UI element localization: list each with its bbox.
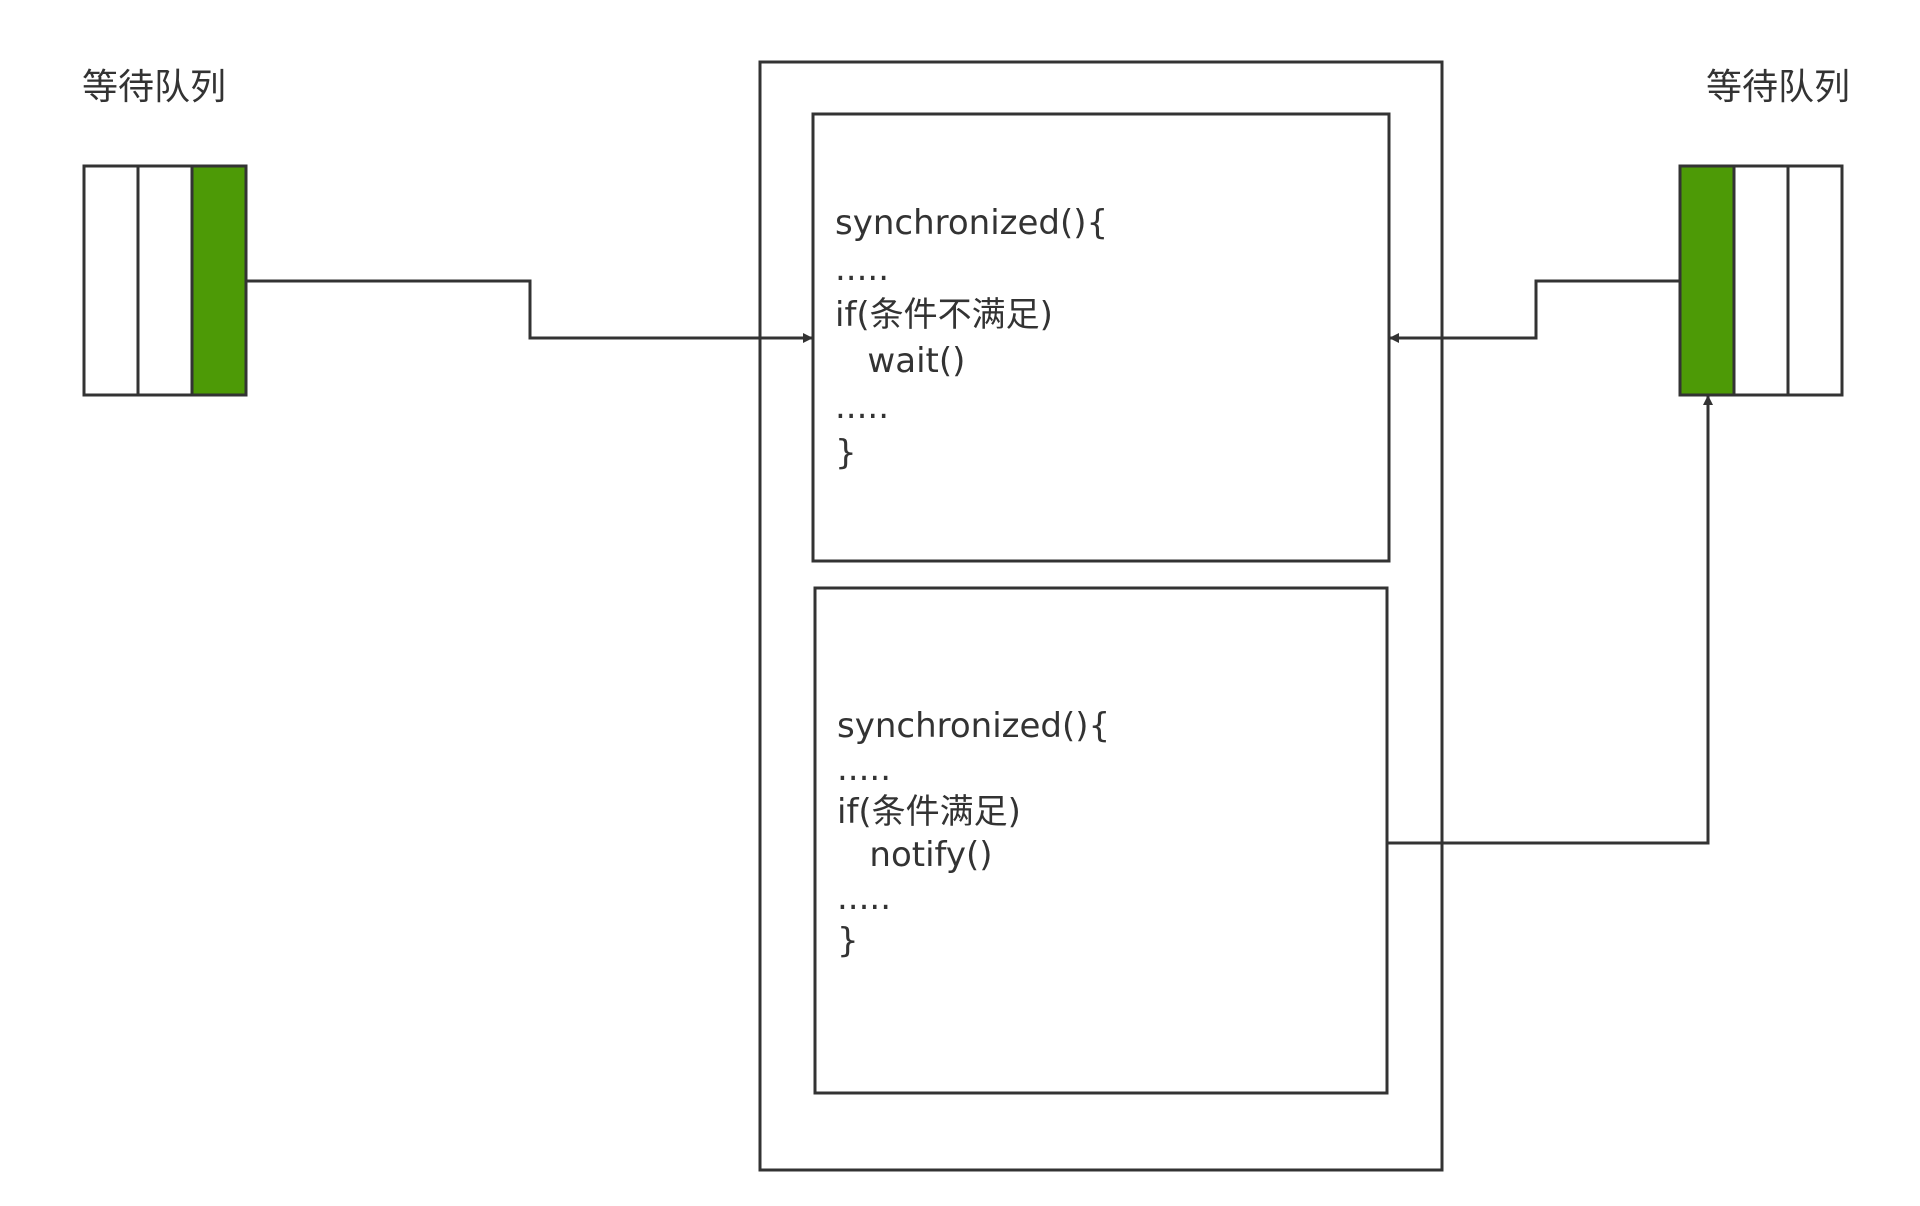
right-queue <box>1678 164 1844 397</box>
left-queue-label: 等待队列 <box>82 67 227 108</box>
code-line: ..... <box>835 387 890 427</box>
right-queue-slot-2 <box>1732 164 1790 397</box>
code-line: synchronized(){ <box>837 706 1111 746</box>
left-queue-to-wait-arrow <box>246 279 813 343</box>
notify-code-box <box>813 586 1389 1095</box>
right-queue-to-wait-arrow <box>1389 279 1680 343</box>
code-line: wait() <box>835 341 966 381</box>
left-queue-slot-1 <box>82 164 140 397</box>
code-line: ..... <box>837 878 892 918</box>
code-line: if(条件满足) <box>837 792 1021 832</box>
code-line: } <box>837 921 859 961</box>
code-line: if(条件不满足) <box>835 295 1053 335</box>
right-queue-slot-3 <box>1786 164 1844 397</box>
right-queue-label: 等待队列 <box>1706 67 1851 108</box>
code-line: notify() <box>837 835 993 875</box>
code-line: synchronized(){ <box>835 203 1109 243</box>
left-queue-slot-2 <box>136 164 194 397</box>
right-queue-slot-active <box>1678 164 1736 397</box>
code-line: ..... <box>837 749 892 789</box>
outer-monitor-box <box>758 60 1444 1172</box>
wait-code-text: synchronized(){..... if(条件不满足) wait()....… <box>835 200 1108 476</box>
notify-to-right-queue-arrow <box>1387 395 1713 845</box>
code-line: ..... <box>835 249 890 289</box>
left-queue <box>82 164 248 397</box>
left-queue-slot-active <box>190 164 248 397</box>
notify-code-text: synchronized(){.....if(条件满足) notify()...… <box>837 705 1110 963</box>
code-line: } <box>835 433 857 473</box>
